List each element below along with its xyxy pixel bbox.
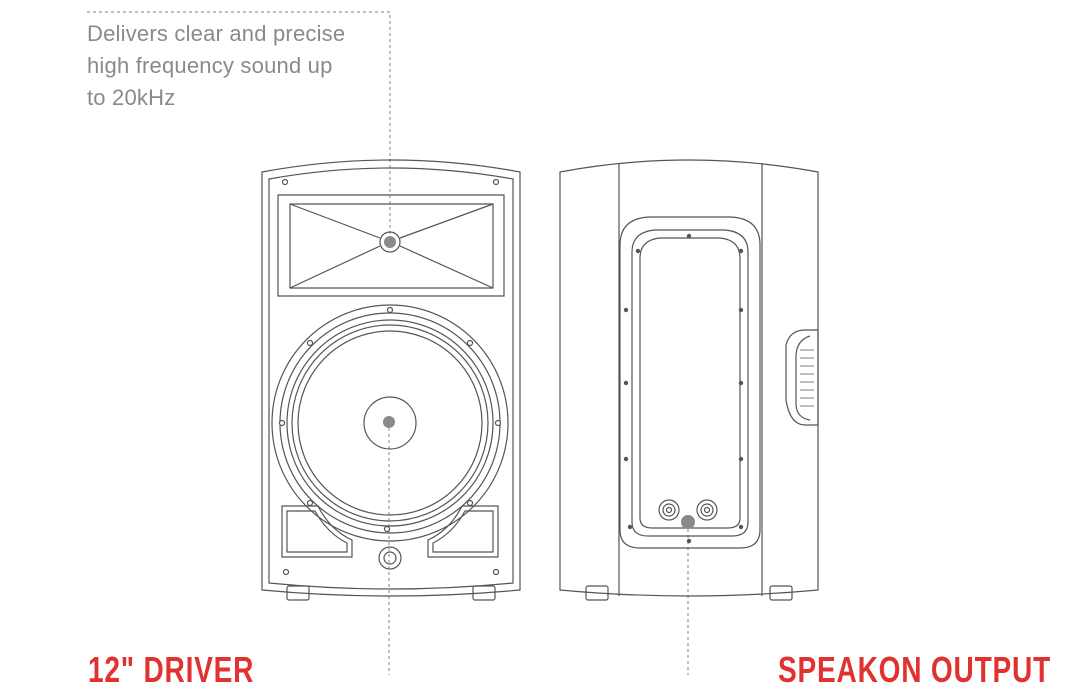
port-left bbox=[281, 505, 353, 558]
speakon-output-label: SPEAKON OUTPUT bbox=[778, 649, 1052, 690]
tweeter-center bbox=[379, 231, 401, 253]
tweeter-callout-text: Delivers clear and precise high frequenc… bbox=[87, 18, 387, 114]
speakon-jack-right-inner bbox=[700, 503, 714, 517]
speakon-jack-left-outer bbox=[658, 499, 680, 521]
tweeter-dot bbox=[384, 236, 396, 248]
tweeter-leader-line bbox=[87, 11, 391, 238]
woofer-cone bbox=[297, 330, 483, 516]
front-logo-outer bbox=[378, 546, 402, 570]
speakon-jack-right-outer bbox=[696, 499, 718, 521]
woofer-dot bbox=[383, 416, 395, 428]
speaker-front-view bbox=[261, 159, 521, 601]
rear-panel-outer bbox=[619, 216, 761, 549]
callout-leader-lines bbox=[87, 11, 689, 675]
woofer-ring-outer bbox=[271, 304, 509, 542]
woofer-ring-3 bbox=[286, 319, 494, 527]
woofer-dust-cap bbox=[363, 396, 417, 450]
back-foot-left bbox=[585, 585, 609, 601]
handle-recess bbox=[785, 329, 819, 426]
speakon-jack-right-core bbox=[703, 506, 711, 514]
horn-diagonals bbox=[289, 203, 494, 289]
speakon-jack-left-inner bbox=[662, 503, 676, 517]
speakon-jack-left-core bbox=[665, 506, 673, 514]
front-logo-inner bbox=[383, 551, 397, 565]
port-right bbox=[427, 505, 499, 558]
callout-line-2: high frequency sound up bbox=[87, 53, 333, 78]
callout-line-3: to 20kHz bbox=[87, 85, 176, 110]
speaker-diagram bbox=[87, 11, 819, 675]
back-cabinet-outline bbox=[559, 159, 819, 597]
tweeter-horn bbox=[277, 194, 505, 297]
rear-panel-screws bbox=[623, 233, 744, 544]
handle-ribs bbox=[800, 349, 814, 407]
speaker-back-view bbox=[559, 159, 819, 601]
rear-panel-inner bbox=[631, 229, 749, 537]
callout-line-1: Delivers clear and precise bbox=[87, 21, 346, 46]
port-left-inner bbox=[286, 510, 348, 553]
front-screws bbox=[281, 178, 500, 576]
front-cabinet-outline bbox=[261, 159, 521, 597]
front-cabinet-inner bbox=[268, 167, 514, 590]
speakon-dot bbox=[681, 515, 695, 529]
handle-grip bbox=[795, 335, 811, 421]
woofer-ring-4 bbox=[291, 324, 489, 522]
rear-panel-window bbox=[639, 237, 741, 529]
woofer-screws bbox=[278, 306, 502, 507]
port-right-inner bbox=[432, 510, 494, 553]
driver-label: 12" DRIVER bbox=[88, 649, 255, 690]
back-foot-right bbox=[769, 585, 793, 601]
